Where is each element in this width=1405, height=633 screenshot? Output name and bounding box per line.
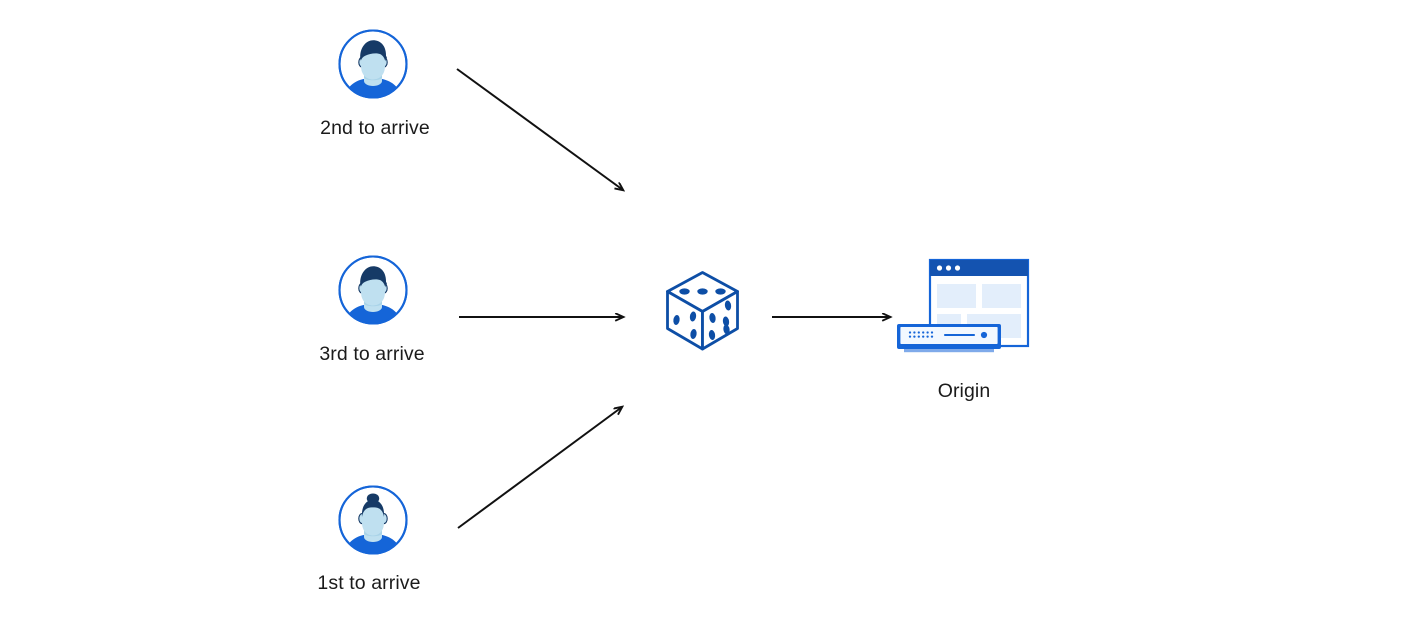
user-avatar-icon: [338, 255, 408, 325]
user-avatar-icon: [338, 29, 408, 99]
dice-icon: [666, 271, 739, 351]
origin-server-icon: [897, 258, 1030, 353]
client-avatar-3rd[interactable]: [337, 254, 409, 326]
server-device-icon: [897, 324, 1001, 353]
origin-label: Origin: [937, 380, 991, 402]
client-label-3rd: 3rd to arrive: [319, 343, 425, 365]
client-label-2nd: 2nd to arrive: [320, 117, 430, 139]
client-avatar-1st[interactable]: [337, 484, 409, 556]
arrow-1st-to-dice: [457, 407, 622, 529]
arrow-2nd-to-dice: [456, 68, 623, 190]
client-label-1st: 1st to arrive: [317, 572, 421, 594]
random-selector[interactable]: [664, 269, 742, 358]
user-avatar-icon: [338, 485, 408, 555]
client-avatar-2nd[interactable]: [337, 28, 409, 100]
origin-server[interactable]: [894, 256, 1034, 366]
